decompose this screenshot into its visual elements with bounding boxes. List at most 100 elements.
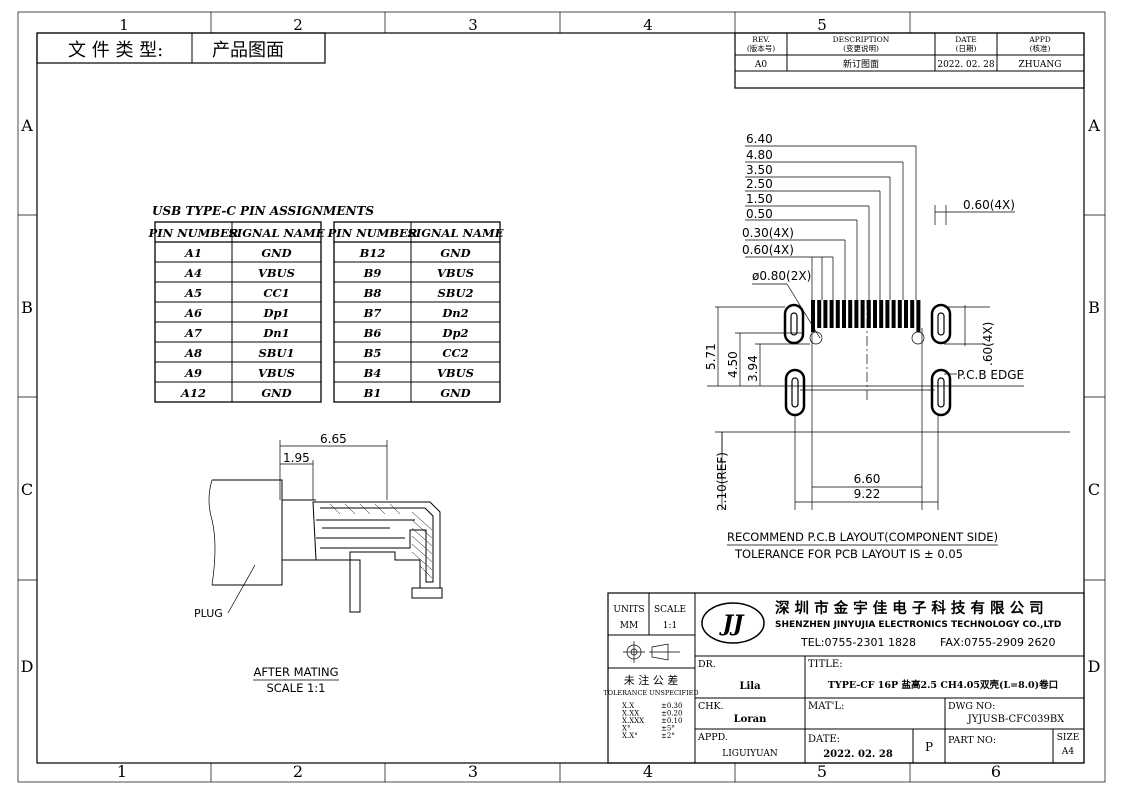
dim-665: 6.65	[320, 432, 347, 446]
pin-table-left-pin-cell: A12	[180, 386, 206, 400]
pin-table-right-pin-cell: B4	[363, 366, 382, 380]
tolerance-value: ±2°	[661, 732, 675, 740]
smt-pad	[866, 300, 871, 328]
pin-table-right-header-signal: SIGNAL NAME	[408, 226, 504, 240]
zone-ticks	[18, 12, 1105, 782]
smt-pad	[897, 300, 902, 328]
zone-row-left-a: A	[20, 116, 33, 135]
part-no-label: PART NO:	[948, 735, 996, 746]
dim-394: 3.94	[746, 355, 760, 382]
pin-table-left-signal-cell: Dn1	[262, 326, 289, 340]
pin-table-left-signal-cell: VBUS	[258, 366, 295, 380]
pin-table-right-pin-cell: B8	[363, 286, 382, 300]
front-slot-right	[930, 303, 952, 345]
zone-row-left-b: B	[21, 298, 33, 317]
file-type-box: 文 件 类 型: 产品图面	[36, 32, 326, 64]
pin-table-left-border	[154, 221, 322, 403]
page-p: P	[925, 740, 933, 754]
company-name-cn: 深 圳 市 金 宇 佳 电 子 科 技 有 限 公 司	[775, 599, 1044, 617]
pin-table-right-signal-cell: GND	[440, 386, 470, 400]
dim-hole-080: ø0.80(2X)	[752, 269, 811, 283]
zone-row-right-b: B	[1088, 298, 1100, 317]
pcb-edge-label: P.C.B EDGE	[957, 368, 1024, 382]
pin-table-right-signal-cell: Dp2	[441, 326, 468, 340]
dim-050: 0.50	[746, 207, 773, 221]
smt-pad	[835, 300, 840, 328]
pin-table-right-signal-cell: CC2	[442, 346, 468, 360]
title-label: TITLE:	[808, 659, 843, 670]
pin-table-left-pin-cell: A7	[184, 326, 202, 340]
rev-value-date: 2022. 02. 28	[937, 60, 995, 70]
projection-symbol-icon	[623, 641, 680, 663]
dim-660: 6.60	[854, 472, 881, 486]
tolerance-value: ±0.20	[661, 710, 682, 718]
pin-table-left-pin-cell: A4	[184, 266, 202, 280]
rev-header-desc-zh: (变更说明)	[843, 43, 879, 53]
smt-pad	[842, 300, 846, 328]
pin-table-title: USB TYPE-C PIN ASSIGNMENTS	[152, 204, 374, 218]
dim-slot-060: 0.60(4X)	[963, 198, 1015, 212]
dim-060-vertical: .60(4X)	[981, 322, 995, 366]
tolerance-key: X.XX	[622, 710, 639, 718]
zone-col-top-1: 1	[119, 16, 129, 34]
smt-pad	[910, 300, 915, 328]
pin-table-left-pin-cell: A8	[184, 346, 202, 360]
pin-table-right-pin-cell: B1	[363, 386, 382, 400]
file-type-label: 文 件 类 型:	[68, 40, 163, 61]
pin-table-left-pin-cell: A1	[184, 246, 202, 260]
rev-header-rev-zh: (版本号)	[747, 43, 775, 53]
dim-060-4x: 0.60(4X)	[742, 243, 794, 257]
pin-table-right-pin-cell: B6	[363, 326, 382, 340]
zone-col-bottom-6: 6	[991, 762, 1001, 781]
zone-row-left-d: D	[21, 657, 34, 676]
pin-table-right-pin-cell: B12	[359, 246, 386, 260]
zone-col-bottom-3: 3	[468, 762, 478, 781]
zone-row-right-c: C	[1088, 480, 1100, 499]
pin-table-left-signal-cell: SBU1	[258, 346, 294, 360]
file-type-value: 产品图面	[212, 40, 284, 61]
smt-pad	[860, 300, 865, 328]
date-label: DATE:	[808, 734, 840, 745]
zone-col-top-3: 3	[468, 16, 478, 34]
size-label: SIZE	[1057, 733, 1080, 743]
pin-table-left-signal-cell: GND	[261, 386, 291, 400]
appd-value: LIGUIYUAN	[722, 749, 778, 759]
rev-header-appd: APPD	[1028, 35, 1051, 44]
chk-label: CHK.	[698, 701, 724, 712]
tolerance-key: X°	[622, 725, 630, 733]
zone-row-right-a: A	[1087, 116, 1100, 135]
pin-assignment-tables: USB TYPE-C PIN ASSIGNMENTS PIN NUMBERSIG…	[148, 204, 504, 403]
rev-header-appd-zh: (核准)	[1030, 43, 1051, 53]
pcb-layout-caption: RECOMMEND P.C.B LAYOUT(COMPONENT SIDE)	[727, 530, 998, 544]
front-slot-left-inner	[790, 312, 798, 336]
pcb-layout-tolerance: TOLERANCE FOR PCB LAYOUT IS ± 0.05	[734, 547, 963, 561]
pcb-layout-drawing: 6.40 4.80 3.50 2.50 1.50 0.50 0.30(4X) 0…	[704, 132, 1070, 561]
pin-table-right-signal-cell: VBUS	[437, 266, 474, 280]
zone-col-bottom-4: 4	[643, 762, 653, 781]
dim-480: 4.80	[746, 148, 773, 162]
locating-hole-left	[809, 331, 823, 345]
logo-text: JJ	[719, 611, 745, 637]
tolerance-list: X.X±0.30X.XX±0.20X.XXX±0.10X°±5°X.X°±2°	[622, 702, 682, 740]
scale-label: SCALE	[654, 605, 686, 615]
rev-header-rev: REV.	[752, 35, 770, 44]
inner-frame	[36, 32, 1085, 764]
zone-row-left-c: C	[21, 480, 33, 499]
rear-slot-left-inner	[791, 377, 799, 408]
tolerance-key: X.X	[622, 702, 634, 710]
plug-label: PLUG	[194, 607, 223, 620]
rear-slot-right	[930, 368, 952, 417]
dim-250: 2.50	[746, 177, 773, 191]
dim-450: 4.50	[726, 351, 740, 378]
dim-571: 5.71	[704, 343, 718, 370]
pin-table-left-signal-cell: Dp1	[262, 306, 289, 320]
pin-table-right-signal-cell: SBU2	[437, 286, 473, 300]
company-fax: FAX:0755-2909 2620	[940, 636, 1056, 649]
pin-table-right-pin-cell: B7	[363, 306, 382, 320]
smt-pad-row	[811, 300, 921, 332]
rev-value-rev: A0	[754, 60, 767, 70]
dwg-no-value: JYJUSB-CFC039BX	[967, 714, 1065, 725]
